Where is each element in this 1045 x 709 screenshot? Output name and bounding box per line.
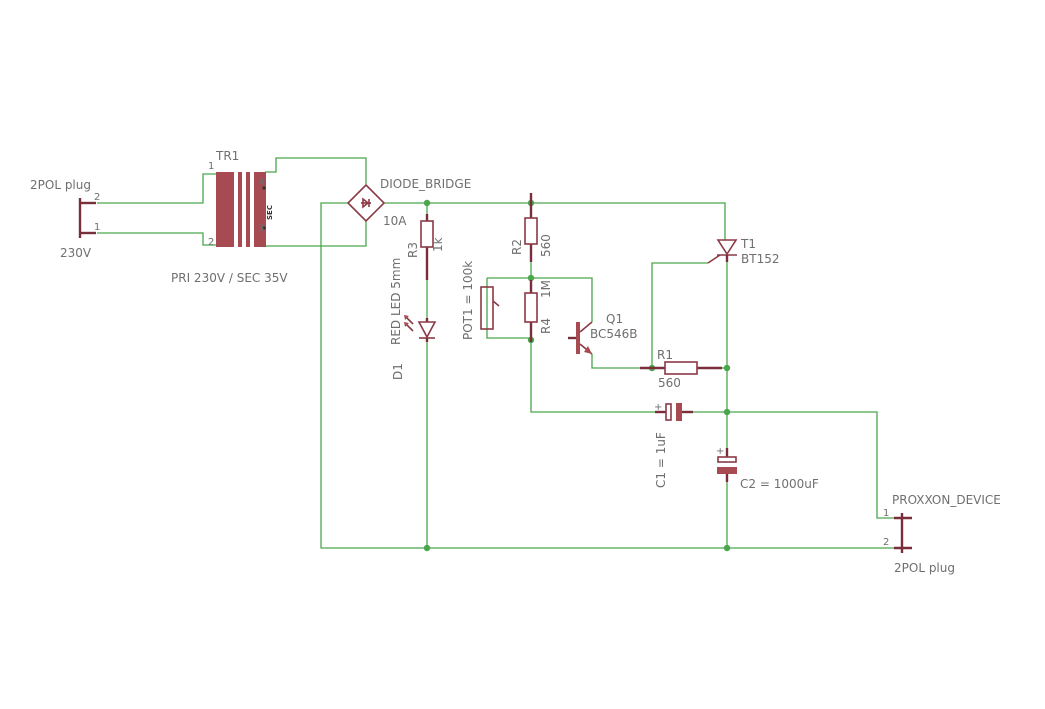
- transformer-value: PRI 230V / SEC 35V: [171, 271, 288, 285]
- t1-value: BT152: [741, 252, 779, 266]
- wires: [97, 157, 902, 549]
- capacitor-c1: + C1 = 1uF: [654, 402, 693, 488]
- input-plug-pin-1: 1: [94, 222, 100, 233]
- transformer-tr1: PRI SEC TR1 PRI 230V / SEC 35V 1 2 4 3: [171, 149, 288, 285]
- d1-value: RED LED 5mm: [389, 258, 403, 345]
- transformer-pin-1: 1: [208, 161, 214, 172]
- c2-plus-icon: +: [716, 446, 724, 457]
- input-plug-pin-2: 2: [94, 192, 100, 203]
- r3-value: 1k: [431, 237, 445, 252]
- scr-t1: T1 BT152: [707, 237, 779, 266]
- input-plug-value: 230V: [60, 246, 92, 260]
- r3-name: R3: [406, 242, 420, 258]
- q1-name: Q1: [606, 312, 623, 326]
- potentiometer-pot1: POT1 = 100k: [461, 261, 500, 340]
- input-plug-name: 2POL plug: [30, 178, 91, 192]
- output-plug-pin-1: 1: [883, 508, 889, 519]
- diode-bridge: DIODE_BRIDGE 10A: [346, 177, 471, 228]
- r1-name: R1: [657, 348, 673, 362]
- led-d1: RED LED 5mm D1: [389, 258, 437, 380]
- r4-name: R4: [539, 318, 553, 334]
- c1-plus-icon: +: [654, 402, 662, 413]
- d1-name: D1: [391, 363, 405, 380]
- output-plug-pin-2: 2: [883, 537, 889, 548]
- transformer-pin-2: 2: [208, 237, 214, 248]
- transformer-pin-4: 4: [258, 177, 264, 188]
- transformer-name: TR1: [215, 149, 239, 163]
- r2-value: 560: [539, 234, 553, 257]
- resistor-r2: R2 560: [510, 193, 553, 262]
- t1-name: T1: [740, 237, 756, 251]
- capacitor-c2: + C2 = 1000uF: [716, 446, 819, 491]
- resistor-r4: 1M R4: [524, 280, 553, 342]
- transformer-pin-3: 3: [258, 223, 264, 234]
- pot1-name: POT1 = 100k: [461, 261, 475, 340]
- transformer-sec-label: SEC: [266, 205, 274, 220]
- input-plug: 2POL plug 230V 2 1: [30, 178, 100, 260]
- r1-value: 560: [658, 376, 681, 390]
- r2-name: R2: [510, 239, 524, 255]
- output-plug-value: 2POL plug: [894, 561, 955, 575]
- transistor-q1: Q1 BC546B: [568, 312, 638, 355]
- c1-name: C1 = 1uF: [654, 432, 668, 488]
- resistor-r1: R1 560: [640, 348, 722, 390]
- bridge-value: 10A: [383, 214, 407, 228]
- junctions: [423, 199, 731, 552]
- output-plug: PROXXON_DEVICE 2POL plug 1 2: [883, 493, 1001, 575]
- q1-value: BC546B: [590, 327, 638, 341]
- transformer-pri-label: PRI: [205, 205, 213, 218]
- output-plug-name: PROXXON_DEVICE: [892, 493, 1001, 507]
- bridge-name: DIODE_BRIDGE: [380, 177, 471, 191]
- r4-value: 1M: [539, 280, 553, 298]
- resistor-r3: R3 1k: [406, 214, 445, 280]
- c2-name: C2 = 1000uF: [740, 477, 819, 491]
